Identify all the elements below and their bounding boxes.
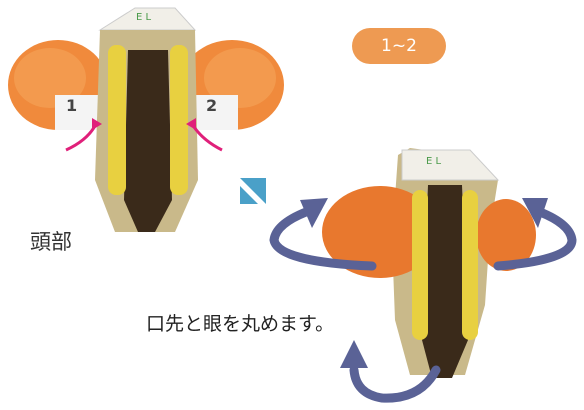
tab-letters-left: E L [136, 12, 152, 23]
head-label: 頭部 [30, 230, 72, 254]
step-arrow-icon [240, 178, 266, 204]
flap-number-1: 1 [66, 96, 78, 115]
instruction-caption: 口先と眼を丸めます。 [146, 313, 335, 335]
flap-number-2: 2 [206, 96, 218, 115]
tab-letters-right: E L [426, 156, 442, 167]
step-badge: 1~2 [352, 28, 446, 64]
